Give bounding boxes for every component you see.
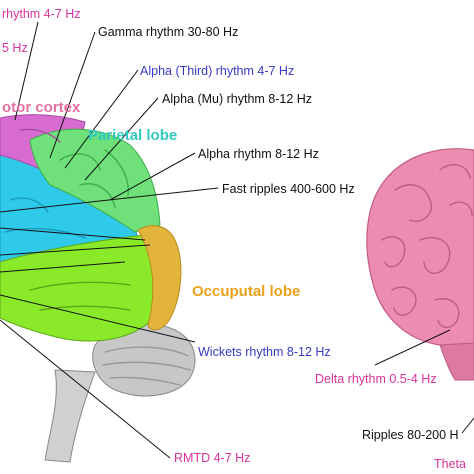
label-wickets-rhythm: Wickets rhythm 8-12 Hz: [198, 345, 331, 359]
label-delta-rhythm: Delta rhythm 0.5-4 Hz: [315, 372, 437, 386]
leader-line-ripples: [461, 417, 474, 434]
leader-line-theta: [14, 21, 39, 121]
parietal-lobe: [29, 128, 161, 233]
leader-line-alpha: [109, 152, 196, 201]
left-brain: [0, 114, 196, 463]
brainstem: [44, 369, 96, 463]
leader-line-temporal-1: [0, 244, 151, 256]
labels: rhythm 4-7 Hz 5 Hz Gamma rhythm 30-80 Hz…: [2, 7, 466, 471]
label-fast-ripples: Fast ripples 400-600 Hz: [222, 182, 355, 196]
label-gamma-rhythm: Gamma rhythm 30-80 Hz: [98, 25, 238, 39]
leader-line-delta: [374, 329, 451, 366]
label-motor-cortex: otor cortex: [2, 99, 81, 116]
label-ripples: Ripples 80-200 H: [362, 428, 459, 442]
label-alpha-mu-rhythm: Alpha (Mu) rhythm 8-12 Hz: [162, 92, 312, 106]
label-theta-partial: Theta: [434, 457, 466, 471]
leader-line-occipital: [0, 227, 146, 241]
label-rmtd: RMTD 4-7 Hz: [174, 451, 250, 465]
label-theta-rhythm: rhythm 4-7 Hz: [2, 7, 81, 21]
leader-line-alpha-mu: [84, 97, 159, 181]
leader-line-rmtd: [0, 319, 171, 459]
label-parietal-lobe: Parietal lobe: [88, 127, 177, 144]
right-brain: [366, 148, 474, 381]
leader-line-temporal-2: [0, 261, 126, 273]
leader-line-gamma: [49, 31, 96, 159]
leader-line-fast-ripples: [0, 187, 219, 213]
leader-line-alpha-third: [64, 69, 139, 169]
label-beta-partial: 5 Hz: [2, 41, 28, 55]
label-alpha-third-rhythm: Alpha (Third) rhythm 4-7 Hz: [140, 64, 294, 78]
label-alpha-rhythm: Alpha rhythm 8-12 Hz: [198, 147, 319, 161]
leader-line-wickets: [0, 294, 196, 343]
right-brainstem: [439, 342, 474, 381]
label-occipital-lobe: Occuputal lobe: [192, 283, 300, 300]
occipital-lobe: [137, 225, 182, 331]
leader-lines: [0, 21, 474, 459]
